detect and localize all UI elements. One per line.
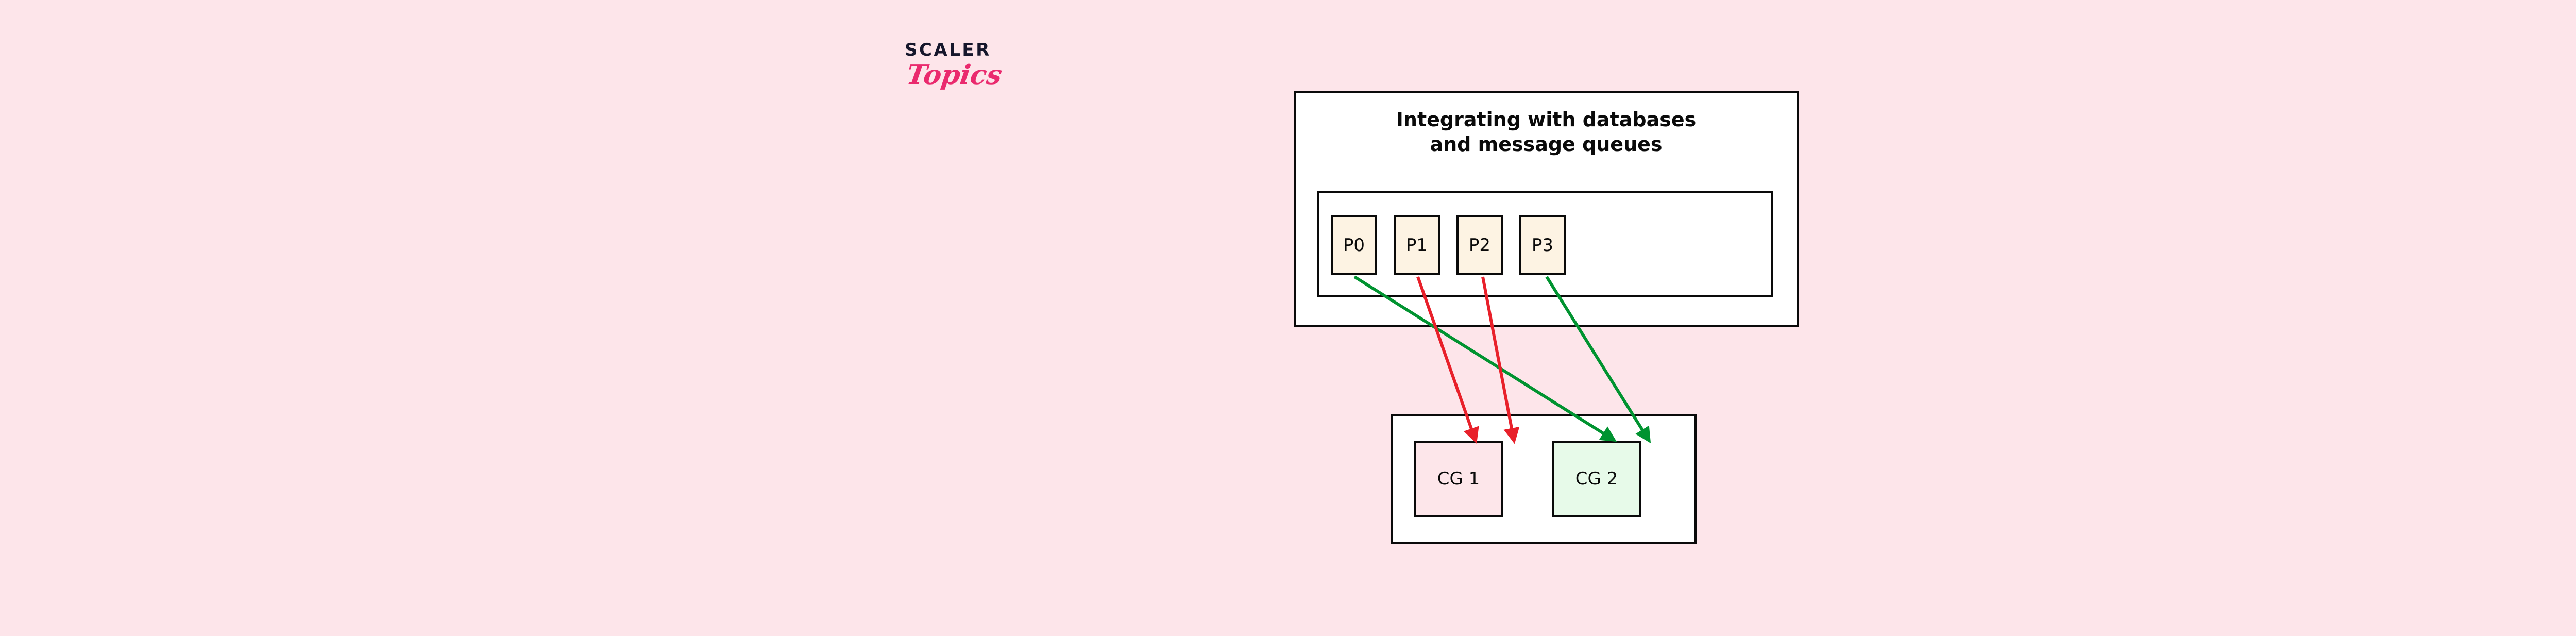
scaler-topics-logo: SCALER Topics [905, 41, 1059, 124]
producer-title: Integrating with databases and message q… [1396, 108, 1697, 156]
partition-label-p3: P3 [1531, 235, 1554, 256]
consumer-group-box-cg1[interactable]: CG 1 [1414, 441, 1503, 517]
partition-box-p3[interactable]: P3 [1519, 215, 1566, 275]
partition-box-p2[interactable]: P2 [1456, 215, 1503, 275]
consumer-group-box-cg2[interactable]: CG 2 [1552, 441, 1641, 517]
partition-box-p0[interactable]: P0 [1331, 215, 1377, 275]
partition-label-p1: P1 [1405, 235, 1428, 256]
consumer-group-label-cg1: CG 1 [1437, 468, 1480, 489]
consumer-group-label-cg2: CG 2 [1575, 468, 1618, 489]
logo-scaler-text: SCALER [905, 40, 991, 60]
partition-label-p0: P0 [1343, 235, 1365, 256]
partition-label-p2: P2 [1468, 235, 1491, 256]
partition-box-p1[interactable]: P1 [1394, 215, 1440, 275]
